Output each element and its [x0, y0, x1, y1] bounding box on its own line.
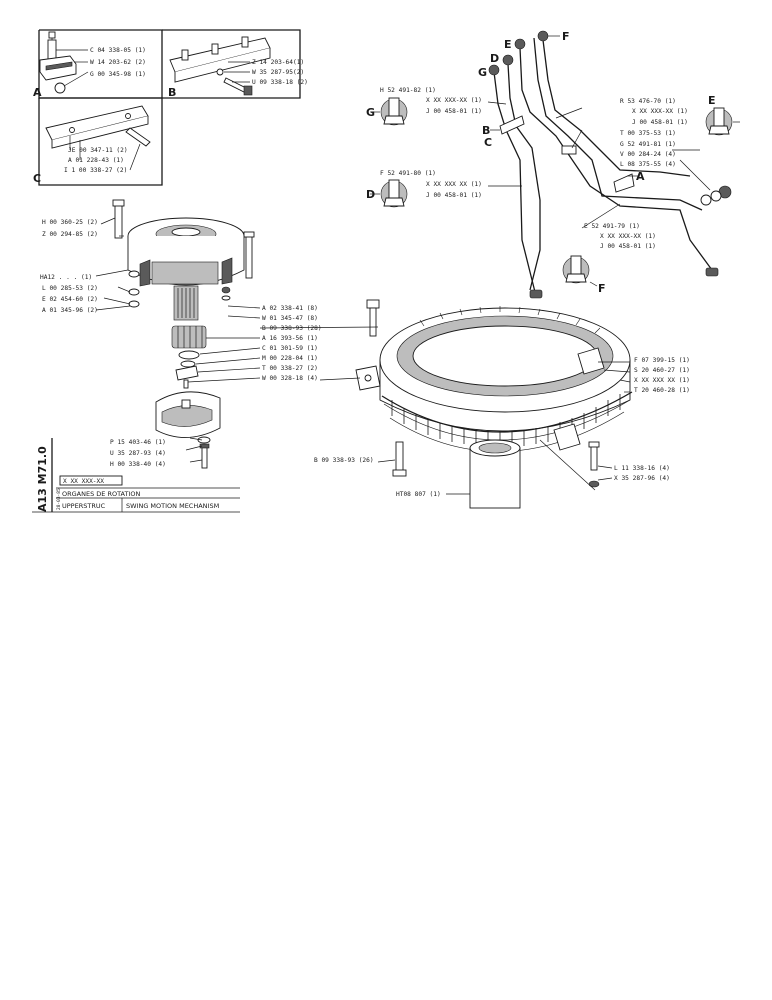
inset-b-bar — [169, 36, 271, 96]
ring-labels: B 09 338-93 (26) HT08 807 (1) F 07 399-1… — [314, 357, 690, 498]
part-label: Z 14 203-64(1) — [252, 59, 304, 66]
inset-c-plate — [45, 105, 151, 171]
part-label: T 00 375-53 (1) — [620, 130, 676, 137]
sheet-date: 28-03-85 — [56, 488, 62, 510]
part-label: T 00 338-27 (2) — [262, 365, 318, 372]
part-label: J 00 458-01 (1) — [426, 192, 482, 199]
grease-leaders — [370, 35, 740, 287]
part-label: L 08 375-55 (4) — [620, 161, 676, 168]
fitting-letter: D — [366, 188, 375, 201]
motor-leaders — [95, 217, 261, 463]
grease-labels: H 52 491-82 (1) X XX XXX-XX (1) J 00 458… — [380, 87, 688, 250]
part-label: V 00 284-24 (4) — [620, 151, 676, 158]
grease-letters: F E D G B C G D E F A — [366, 30, 716, 295]
part-label: X XX XXX-XX (1) — [632, 108, 688, 115]
part-label: X XX XXX XX (1) — [426, 181, 482, 188]
callout-letter: D — [490, 52, 499, 65]
part-label: M 00 228-04 (1) — [262, 355, 318, 362]
sheet-title-upper: UPPERSTRUC — [62, 502, 106, 510]
part-label: F 52 491-80 (1) — [380, 170, 436, 177]
part-label: X XX XXX-XX (1) — [600, 233, 656, 240]
part-label: A 02 338-41 (8) — [262, 305, 318, 312]
part-label: U 09 338-18 (2) — [252, 79, 308, 86]
sheet-title-en: SWING MOTION MECHANISM — [126, 502, 219, 510]
part-label: X 35 287-96 (4) — [614, 475, 670, 482]
part-label: A 01 345-96 (2) — [42, 307, 98, 314]
part-label: X XX XXX-XX (1) — [426, 97, 482, 104]
part-label: E 02 454-60 (2) — [42, 296, 98, 303]
slew-ring — [355, 299, 633, 509]
grease-fitting-g — [380, 97, 408, 126]
fitting-letter: F — [598, 282, 606, 295]
part-label: G 00 345-98 (1) — [90, 71, 146, 78]
part-label: Z 00 294-85 (2) — [42, 231, 98, 238]
side-label: C — [484, 136, 492, 149]
motor-labels: H 00 360-25 (2) Z 00 294-85 (2) HA12 . .… — [40, 219, 322, 468]
grease-fitting-d — [380, 179, 408, 208]
grease-fitting-f — [562, 255, 590, 284]
part-label: W 35 287-95(2) — [252, 69, 304, 76]
fitting-letter: G — [366, 106, 375, 119]
part-label: U 35 287-93 (4) — [110, 450, 166, 457]
part-label: HA12 . . . (1) — [40, 274, 92, 281]
part-label: S 20 460-27 (1) — [634, 367, 690, 374]
fitting-letter: E — [708, 94, 716, 107]
part-label: L 00 285-53 (2) — [42, 285, 98, 292]
pinion-gear — [171, 325, 207, 389]
inset-a-labels: C 04 338-05 (1) W 14 203-62 (2) G 00 345… — [90, 47, 146, 78]
part-label: HT08 807 (1) — [396, 491, 441, 498]
part-label: C 04 338-05 (1) — [90, 47, 146, 54]
part-label: L 11 338-16 (4) — [614, 465, 670, 472]
sheet-title-fr: ORGANES DE ROTATION — [62, 490, 140, 498]
grease-pipes — [488, 30, 732, 299]
title-block — [32, 438, 240, 513]
grease-fitting-e — [705, 107, 733, 136]
part-label: I 1 00 338-27 (2) — [64, 167, 127, 174]
part-label: X XX XXX XX (1) — [634, 377, 690, 384]
insets-frame — [38, 29, 301, 186]
part-label: T 20 460-28 (1) — [634, 387, 690, 394]
part-label: G 52 491-81 (1) — [620, 141, 676, 148]
part-label: P 15 403-46 (1) — [110, 439, 166, 446]
pinion-guard — [155, 391, 221, 469]
part-label: F 07 399-15 (1) — [634, 357, 690, 364]
part-label: B 09 338-93 (28) — [262, 325, 322, 332]
clamp-letter: A — [636, 170, 645, 183]
inset-a-letter: A — [33, 86, 42, 99]
part-label: B 09 338-93 (26) — [314, 457, 374, 464]
part-label: J 00 458-01 (1) — [426, 108, 482, 115]
part-label: A 16 393-56 (1) — [262, 335, 318, 342]
side-label: B — [482, 124, 490, 137]
part-label: E 52 491-79 (1) — [584, 223, 640, 230]
part-label: W 00 328-18 (4) — [262, 375, 318, 382]
ring-leaders — [259, 326, 631, 495]
part-label: W 01 345-47 (8) — [262, 315, 318, 322]
part-label: JE 00 347-11 (2) — [68, 147, 128, 154]
part-label: H 00 360-25 (2) — [42, 219, 98, 226]
callout-letter: F — [562, 30, 570, 43]
inset-c-letter: C — [33, 172, 41, 185]
swing-motor — [112, 199, 255, 321]
part-label: J 00 458-01 (1) — [632, 119, 688, 126]
part-label: J 00 458-01 (1) — [600, 243, 656, 250]
inset-a-clamp — [39, 31, 89, 94]
part-label: H 00 338-40 (4) — [110, 461, 166, 468]
sheet-code: A13 M71.0 — [36, 446, 49, 512]
part-label: W 14 203-62 (2) — [90, 59, 146, 66]
sheet-part-ref: X XX XXX-XX — [63, 478, 104, 485]
part-label: C 01 301-59 (1) — [262, 345, 318, 352]
inset-b-letter: B — [168, 86, 176, 99]
part-label: A 01 228-43 (1) — [68, 157, 124, 164]
part-label: R 53 476-70 (1) — [620, 98, 676, 105]
inset-c-labels: JE 00 347-11 (2) A 01 228-43 (1) I 1 00 … — [64, 147, 128, 174]
callout-letter: E — [504, 38, 512, 51]
callout-letter: G — [478, 66, 487, 79]
inset-b-labels: Z 14 203-64(1) W 35 287-95(2) U 09 338-1… — [252, 59, 308, 86]
part-label: H 52 491-82 (1) — [380, 87, 436, 94]
